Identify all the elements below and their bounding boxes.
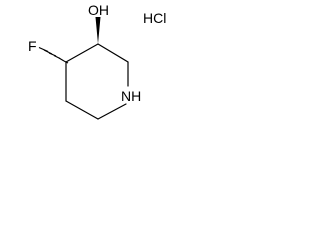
salt-label: HCl xyxy=(143,10,166,26)
piperidine-ring xyxy=(65,43,129,120)
bond-c6-c5 xyxy=(65,100,99,120)
bond-c3-c2 xyxy=(97,43,129,63)
hashed-bond-f xyxy=(38,46,69,64)
bond-n-c6 xyxy=(97,103,127,120)
hydroxyl-label: OH xyxy=(88,2,109,18)
structure-canvas: OH F NH HCl xyxy=(28,2,166,120)
nitrogen-label: NH xyxy=(121,88,141,104)
molecule-diagram: OH F NH HCl xyxy=(0,0,173,132)
fluorine-label: F xyxy=(28,38,37,54)
bond-c4-c3 xyxy=(65,43,99,63)
wedge-bond-oh xyxy=(95,17,101,44)
